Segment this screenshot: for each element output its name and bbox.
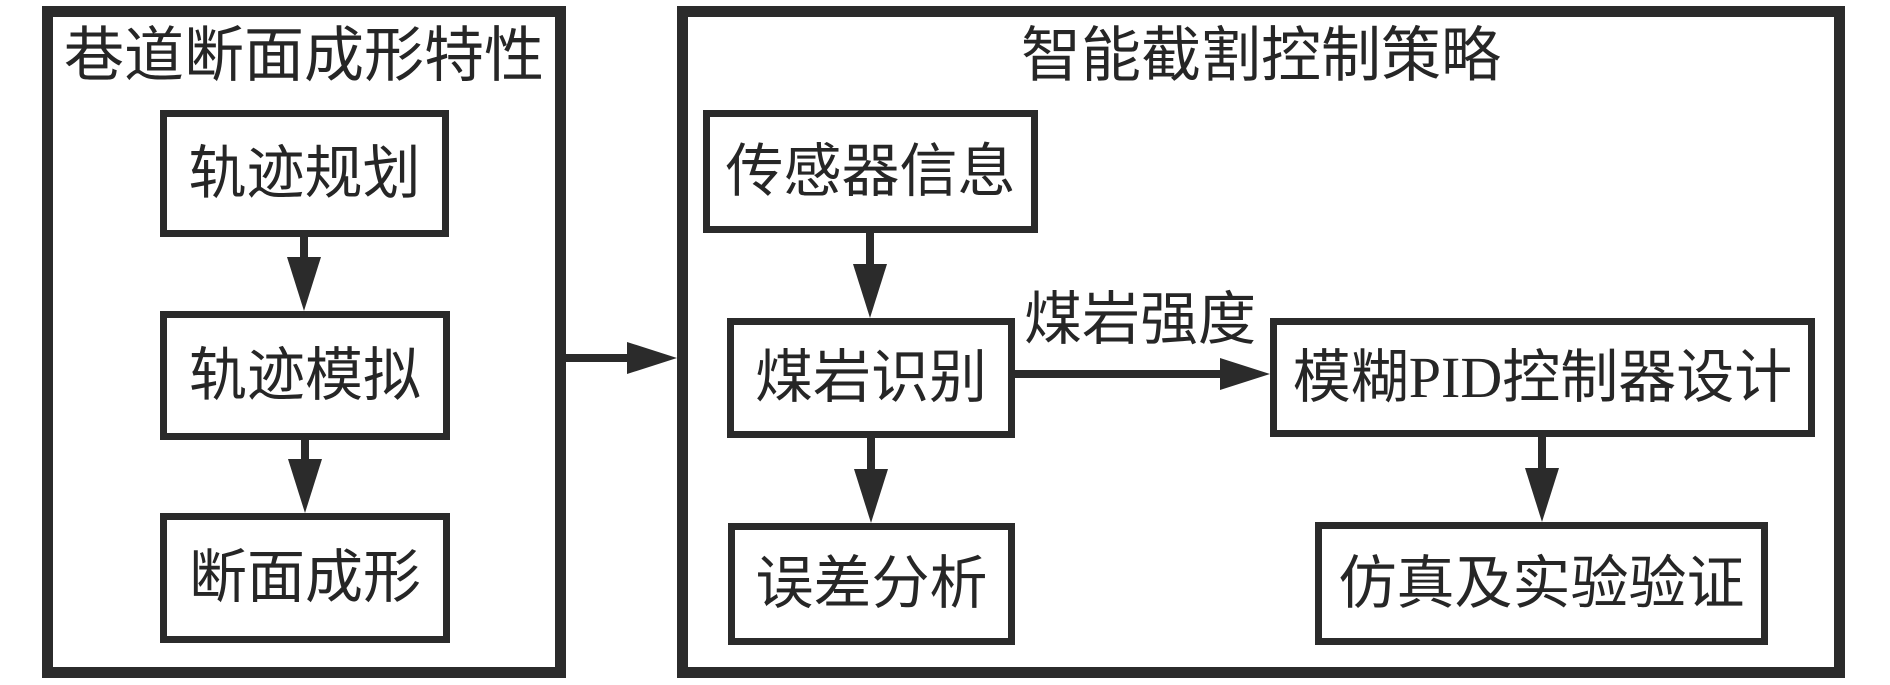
- node-label-sensor-information: 传感器信息: [725, 138, 1016, 204]
- node-error-analysis: 误差分析: [728, 523, 1015, 645]
- edge-label-coal-rock-strength: 煤岩强度: [1024, 287, 1257, 352]
- node-label-section-forming: 断面成形: [188, 545, 421, 610]
- node-label-coal-rock-recognition: 煤岩识别: [754, 345, 987, 410]
- node-label-simulation-experiment-verification: 仿真及实验验证: [1338, 550, 1745, 616]
- node-label-trajectory-simulation: 轨迹模拟: [188, 342, 421, 408]
- arrow-shaft: [866, 232, 874, 268]
- node-fuzzy-pid-controller-design: 模糊PID控制器设计: [1270, 318, 1815, 437]
- node-section-forming: 断面成形: [160, 513, 450, 643]
- node-sensor-information: 传感器信息: [703, 110, 1038, 233]
- arrow-right-icon: [627, 342, 677, 374]
- node-coal-rock-recognition: 煤岩识别: [727, 318, 1015, 438]
- node-label-trajectory-planning: 轨迹规划: [188, 140, 421, 206]
- arrow-down-icon: [853, 264, 887, 318]
- node-simulation-experiment-verification: 仿真及实验验证: [1315, 522, 1768, 645]
- arrow-right-icon: [1220, 358, 1270, 390]
- panel-title-intelligent-cutting-control: 智能截割控制策略: [1021, 23, 1501, 89]
- panel-title-roadway-section-forming: 巷道断面成形特性: [64, 23, 544, 89]
- arrow-down-icon: [1525, 468, 1559, 522]
- arrow-shaft: [301, 440, 309, 465]
- node-trajectory-planning: 轨迹规划: [160, 110, 449, 237]
- node-trajectory-simulation: 轨迹模拟: [160, 311, 450, 440]
- arrow-shaft: [867, 438, 875, 473]
- arrow-shaft: [1538, 437, 1546, 472]
- arrow-down-icon: [854, 469, 888, 523]
- arrow-down-icon: [288, 459, 322, 513]
- arrow-shaft: [1015, 370, 1222, 378]
- node-label-fuzzy-pid-controller-design: 模糊PID控制器设计: [1292, 344, 1793, 410]
- arrow-shaft: [566, 354, 628, 362]
- arrow-shaft: [300, 237, 308, 265]
- node-label-error-analysis: 误差分析: [755, 551, 988, 616]
- arrow-down-icon: [287, 257, 321, 311]
